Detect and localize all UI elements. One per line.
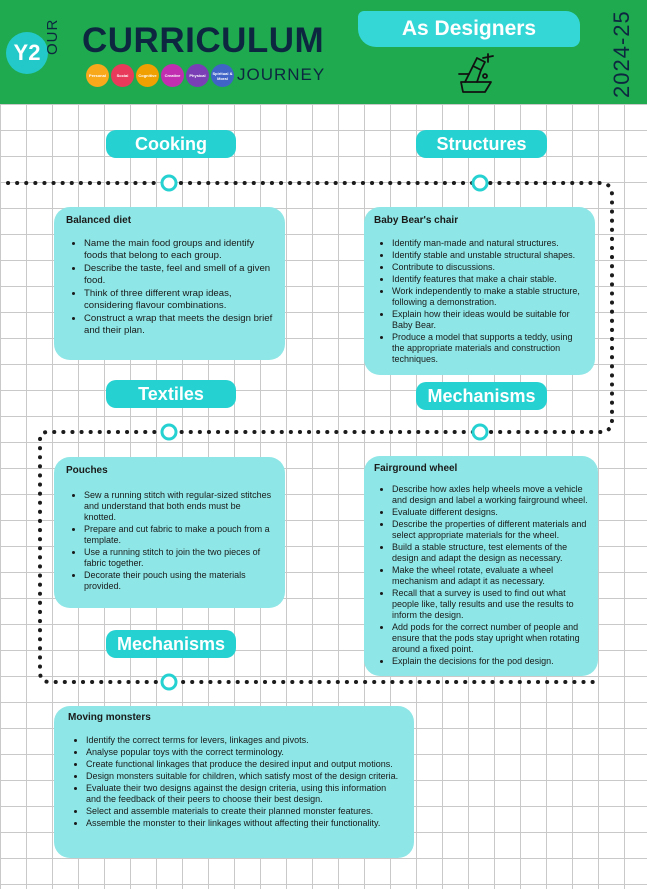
list-item: Think of three different wrap ideas, con… xyxy=(84,288,273,312)
chip-spiritual-moral: Spiritual & Moral xyxy=(211,64,234,87)
pill-textiles: Textiles xyxy=(106,380,236,408)
chip-creative: Creative xyxy=(161,64,184,87)
card-mechanisms-monsters-list: Identify the correct terms for levers, l… xyxy=(68,735,400,829)
list-item: Design monsters suitable for children, w… xyxy=(86,771,400,782)
card-mechanisms-monsters: Moving monsters Identify the correct ter… xyxy=(54,706,414,858)
designer-tools-icon xyxy=(458,53,494,93)
chip-cognitive: Cognitive xyxy=(136,64,159,87)
list-item: Create functional linkages that produce … xyxy=(86,759,400,770)
card-mechanisms-wheel: Fairground wheel Describe how axles help… xyxy=(364,456,598,676)
list-item: Produce a model that supports a teddy, u… xyxy=(392,332,585,365)
list-item: Describe how axles help wheels move a ve… xyxy=(392,484,588,506)
journey-label: JOURNEY xyxy=(237,65,326,84)
list-item: Explain the decisions for the pod design… xyxy=(392,656,588,667)
timeline-node-mechanisms-monsters xyxy=(160,673,178,691)
list-item: Evaluate different designs. xyxy=(392,507,588,518)
our-label: OUR xyxy=(44,18,61,55)
list-item: Describe the taste, feel and smell of a … xyxy=(84,263,273,287)
timeline-node-mechanisms-wheel xyxy=(471,423,489,441)
card-structures: Baby Bear's chair Identify man-made and … xyxy=(364,207,595,375)
list-item: Prepare and cut fabric to make a pouch f… xyxy=(84,524,273,546)
list-item: Identify the correct terms for levers, l… xyxy=(86,735,400,746)
list-item: Use a running stitch to join the two pie… xyxy=(84,547,273,569)
card-mechanisms-wheel-list: Describe how axles help wheels move a ve… xyxy=(374,484,588,667)
designers-banner: As Designers xyxy=(358,11,580,47)
header-bar: Y2 OUR CURRICULUM Personal Social Cognit… xyxy=(0,0,647,104)
list-item: Identify man-made and natural structures… xyxy=(392,238,585,249)
year-group-badge: Y2 xyxy=(6,32,48,74)
list-item: Analyse popular toys with the correct te… xyxy=(86,747,400,758)
card-textiles-title: Pouches xyxy=(66,465,108,476)
list-item: Sew a running stitch with regular-sized … xyxy=(84,490,273,523)
list-item: Evaluate their two designs against the d… xyxy=(86,783,400,805)
curriculum-title: CURRICULUM xyxy=(82,21,325,60)
card-mechanisms-wheel-title: Fairground wheel xyxy=(374,463,458,474)
pill-cooking: Cooking xyxy=(106,130,236,158)
card-structures-list: Identify man-made and natural structures… xyxy=(374,238,585,365)
list-item: Name the main food groups and identify f… xyxy=(84,238,273,262)
list-item: Identify features that make a chair stab… xyxy=(392,274,585,285)
development-chips: Personal Social Cognitive Creative Physi… xyxy=(86,64,234,87)
list-item: Make the wheel rotate, evaluate a wheel … xyxy=(392,565,588,587)
pill-structures: Structures xyxy=(416,130,547,158)
timeline-node-cooking xyxy=(160,174,178,192)
pill-mechanisms-wheel: Mechanisms xyxy=(416,382,547,410)
timeline-node-textiles xyxy=(160,423,178,441)
card-mechanisms-monsters-title: Moving monsters xyxy=(68,712,151,723)
card-cooking-title: Balanced diet xyxy=(66,215,132,226)
card-structures-title: Baby Bear's chair xyxy=(374,215,459,226)
timeline-node-structures xyxy=(471,174,489,192)
list-item: Contribute to discussions. xyxy=(392,262,585,273)
list-item: Work independently to make a stable stru… xyxy=(392,286,585,308)
card-cooking: Balanced diet Name the main food groups … xyxy=(54,207,285,360)
list-item: Recall that a survey is used to find out… xyxy=(392,588,588,621)
list-item: Select and assemble materials to create … xyxy=(86,806,400,817)
list-item: Build a stable structure, test elements … xyxy=(392,542,588,564)
list-item: Construct a wrap that meets the design b… xyxy=(84,313,273,337)
card-textiles-list: Sew a running stitch with regular-sized … xyxy=(66,490,273,592)
chip-personal: Personal xyxy=(86,64,109,87)
card-textiles: Pouches Sew a running stitch with regula… xyxy=(54,457,285,608)
list-item: Describe the properties of different mat… xyxy=(392,519,588,541)
timeline-nodes xyxy=(160,174,489,691)
list-item: Identify stable and unstable structural … xyxy=(392,250,585,261)
list-item: Add pods for the correct number of peopl… xyxy=(392,622,588,655)
card-cooking-list: Name the main food groups and identify f… xyxy=(66,238,273,337)
list-item: Decorate their pouch using the materials… xyxy=(84,570,273,592)
chip-social: Social xyxy=(111,64,134,87)
pill-mechanisms-monsters: Mechanisms xyxy=(106,630,236,658)
list-item: Explain how their ideas would be suitabl… xyxy=(392,309,585,331)
list-item: Assemble the monster to their linkages w… xyxy=(86,818,400,829)
academic-year: 2024-25 xyxy=(609,10,634,98)
chip-physical: Physical xyxy=(186,64,209,87)
